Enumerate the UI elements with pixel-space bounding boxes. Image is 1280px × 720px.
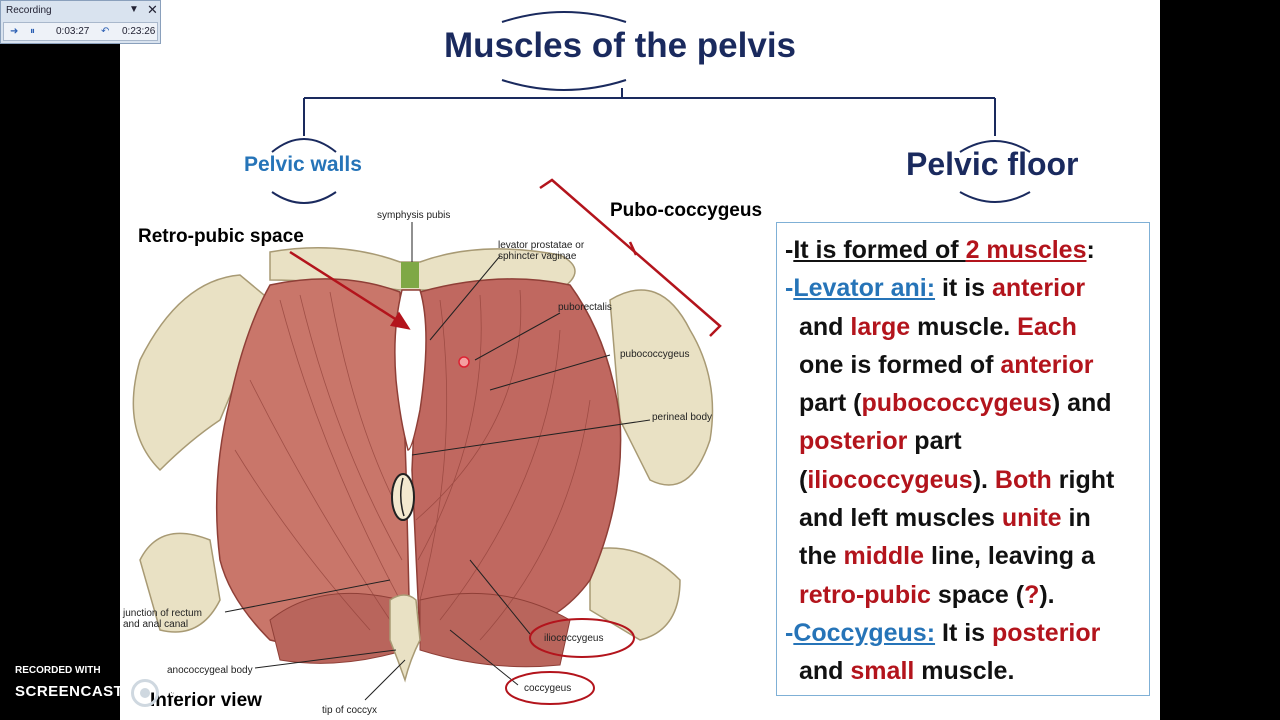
pelvic-floor-textbox: -It is formed of 2 muscles: -Levator ani… [776, 222, 1150, 696]
recording-title: Recording [6, 5, 52, 16]
title-brace-top [501, 11, 627, 23]
forward-icon[interactable]: ➜ [10, 26, 19, 37]
screencast-watermark: RECORDED WITH SCREENCAST MATIC [15, 665, 211, 707]
text-line: -Levator ani: it is anterior [785, 274, 1086, 303]
floor-brace-bottom [959, 191, 1031, 203]
text-line: -It is formed of 2 muscles: [785, 236, 1095, 264]
text-line: one is formed of anterior [799, 350, 1094, 379]
coccygeus-highlight [505, 671, 595, 705]
slide-title: Muscles of the pelvis [443, 26, 797, 65]
recording-widget[interactable]: Recording ▼ ✕ ➜ ⏸ 0:03:27 ↶ 0:23:26 [0, 0, 161, 44]
pelvic-floor-label: Pelvic floor [906, 146, 1079, 182]
watermark-line1: RECORDED WITH [15, 665, 101, 676]
pelvic-walls-label: Pelvic walls [244, 153, 362, 176]
text-line: the middle line, leaving a [799, 542, 1095, 571]
right-letterbox [1160, 0, 1280, 720]
text-line: retro-pubic space (?). [799, 580, 1055, 609]
text-line: and large muscle. Each [799, 312, 1077, 341]
figure-caption: Inferior view [150, 690, 262, 711]
undo-icon[interactable]: ↶ [101, 26, 110, 37]
elapsed-time: 0:03:27 [56, 26, 90, 37]
label-puborectalis: puborectalis [558, 302, 612, 313]
text-line: posterior part [799, 427, 962, 456]
text-line: part (pubococcygeus) and [799, 389, 1112, 418]
label-anococcygeal-body: anococcygeal body [167, 665, 253, 676]
close-icon[interactable]: ✕ [147, 2, 158, 17]
label-perineal-body: perineal body [652, 412, 713, 423]
pubo-coccygeus-label: Pubo-coccygeus [610, 200, 763, 221]
red-annotations [289, 178, 722, 337]
floor-brace-top [959, 140, 1031, 153]
watermark-line2: SCREENCAST [15, 683, 124, 700]
text-line: and left muscles unite in [799, 504, 1091, 533]
iliococcygeus-highlight [529, 618, 635, 658]
label-coccygeus: coccygeus [524, 683, 572, 694]
text-line: (iliococcygeus). Both right [799, 465, 1115, 494]
label-junction-rectum: junction of rectum and anal canal [123, 608, 202, 630]
retro-pubic-label: Retro-pubic space [138, 226, 304, 247]
label-levator-prostatae: levator prostatae or sphincter vaginae [498, 240, 585, 262]
recording-toolbar: ➜ ⏸ 0:03:27 ↶ 0:23:26 [3, 22, 158, 41]
pelvic-floor-illustration [132, 247, 714, 683]
slide: Muscles of the pelvis Pelvic walls Pelvi… [120, 0, 1160, 720]
label-symphysis-pubis: symphysis pubis [377, 210, 451, 221]
walls-brace-bottom [271, 191, 337, 204]
title-brace-bottom [501, 79, 627, 91]
text-line: and small muscle. [799, 657, 1015, 686]
walls-brace-top [271, 138, 337, 153]
label-pubococcygeus: pubococcygeus [620, 349, 690, 360]
watermark-line3: MATIC [165, 683, 212, 700]
screencast-logo-icon [131, 679, 159, 707]
pause-icon[interactable]: ⏸ [30, 26, 35, 37]
slide-graphics [132, 11, 1031, 705]
leader-lines [224, 222, 651, 701]
chevron-down-icon[interactable]: ▼ [129, 4, 139, 15]
text-line: -Coccygeus: It is posterior [785, 618, 1101, 647]
label-tip-of-coccyx: tip of coccyx [322, 705, 378, 716]
total-time: 0:23:26 [122, 26, 156, 37]
label-iliococcygeus: iliococcygeus [544, 633, 604, 644]
